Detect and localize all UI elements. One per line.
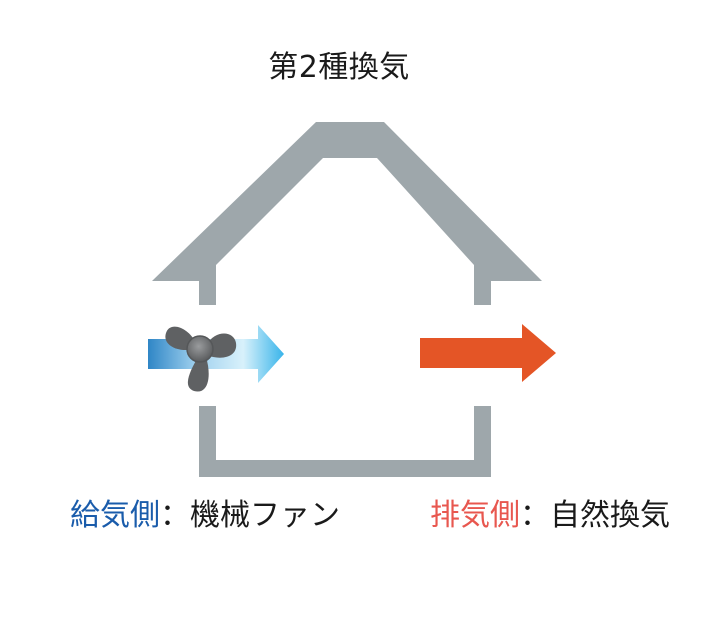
house-roof — [152, 122, 542, 305]
exhaust-side-label: 排気側：自然換気 — [430, 496, 670, 536]
supply-method: 機械ファン — [190, 498, 340, 533]
supply-separator: ： — [160, 498, 190, 533]
supply-side-label: 給気側：機械ファン — [70, 496, 340, 536]
diagram-title: 第2種換気 — [268, 50, 410, 85]
exhaust-side-term: 排気側 — [430, 498, 520, 533]
house-floor — [199, 406, 491, 477]
exhaust-separator: ： — [520, 498, 550, 533]
exhaust-method: 自然換気 — [550, 498, 670, 533]
exhaust-arrow-icon — [420, 324, 556, 382]
supply-side-term: 給気側 — [70, 498, 160, 533]
fan-icon — [165, 326, 237, 392]
